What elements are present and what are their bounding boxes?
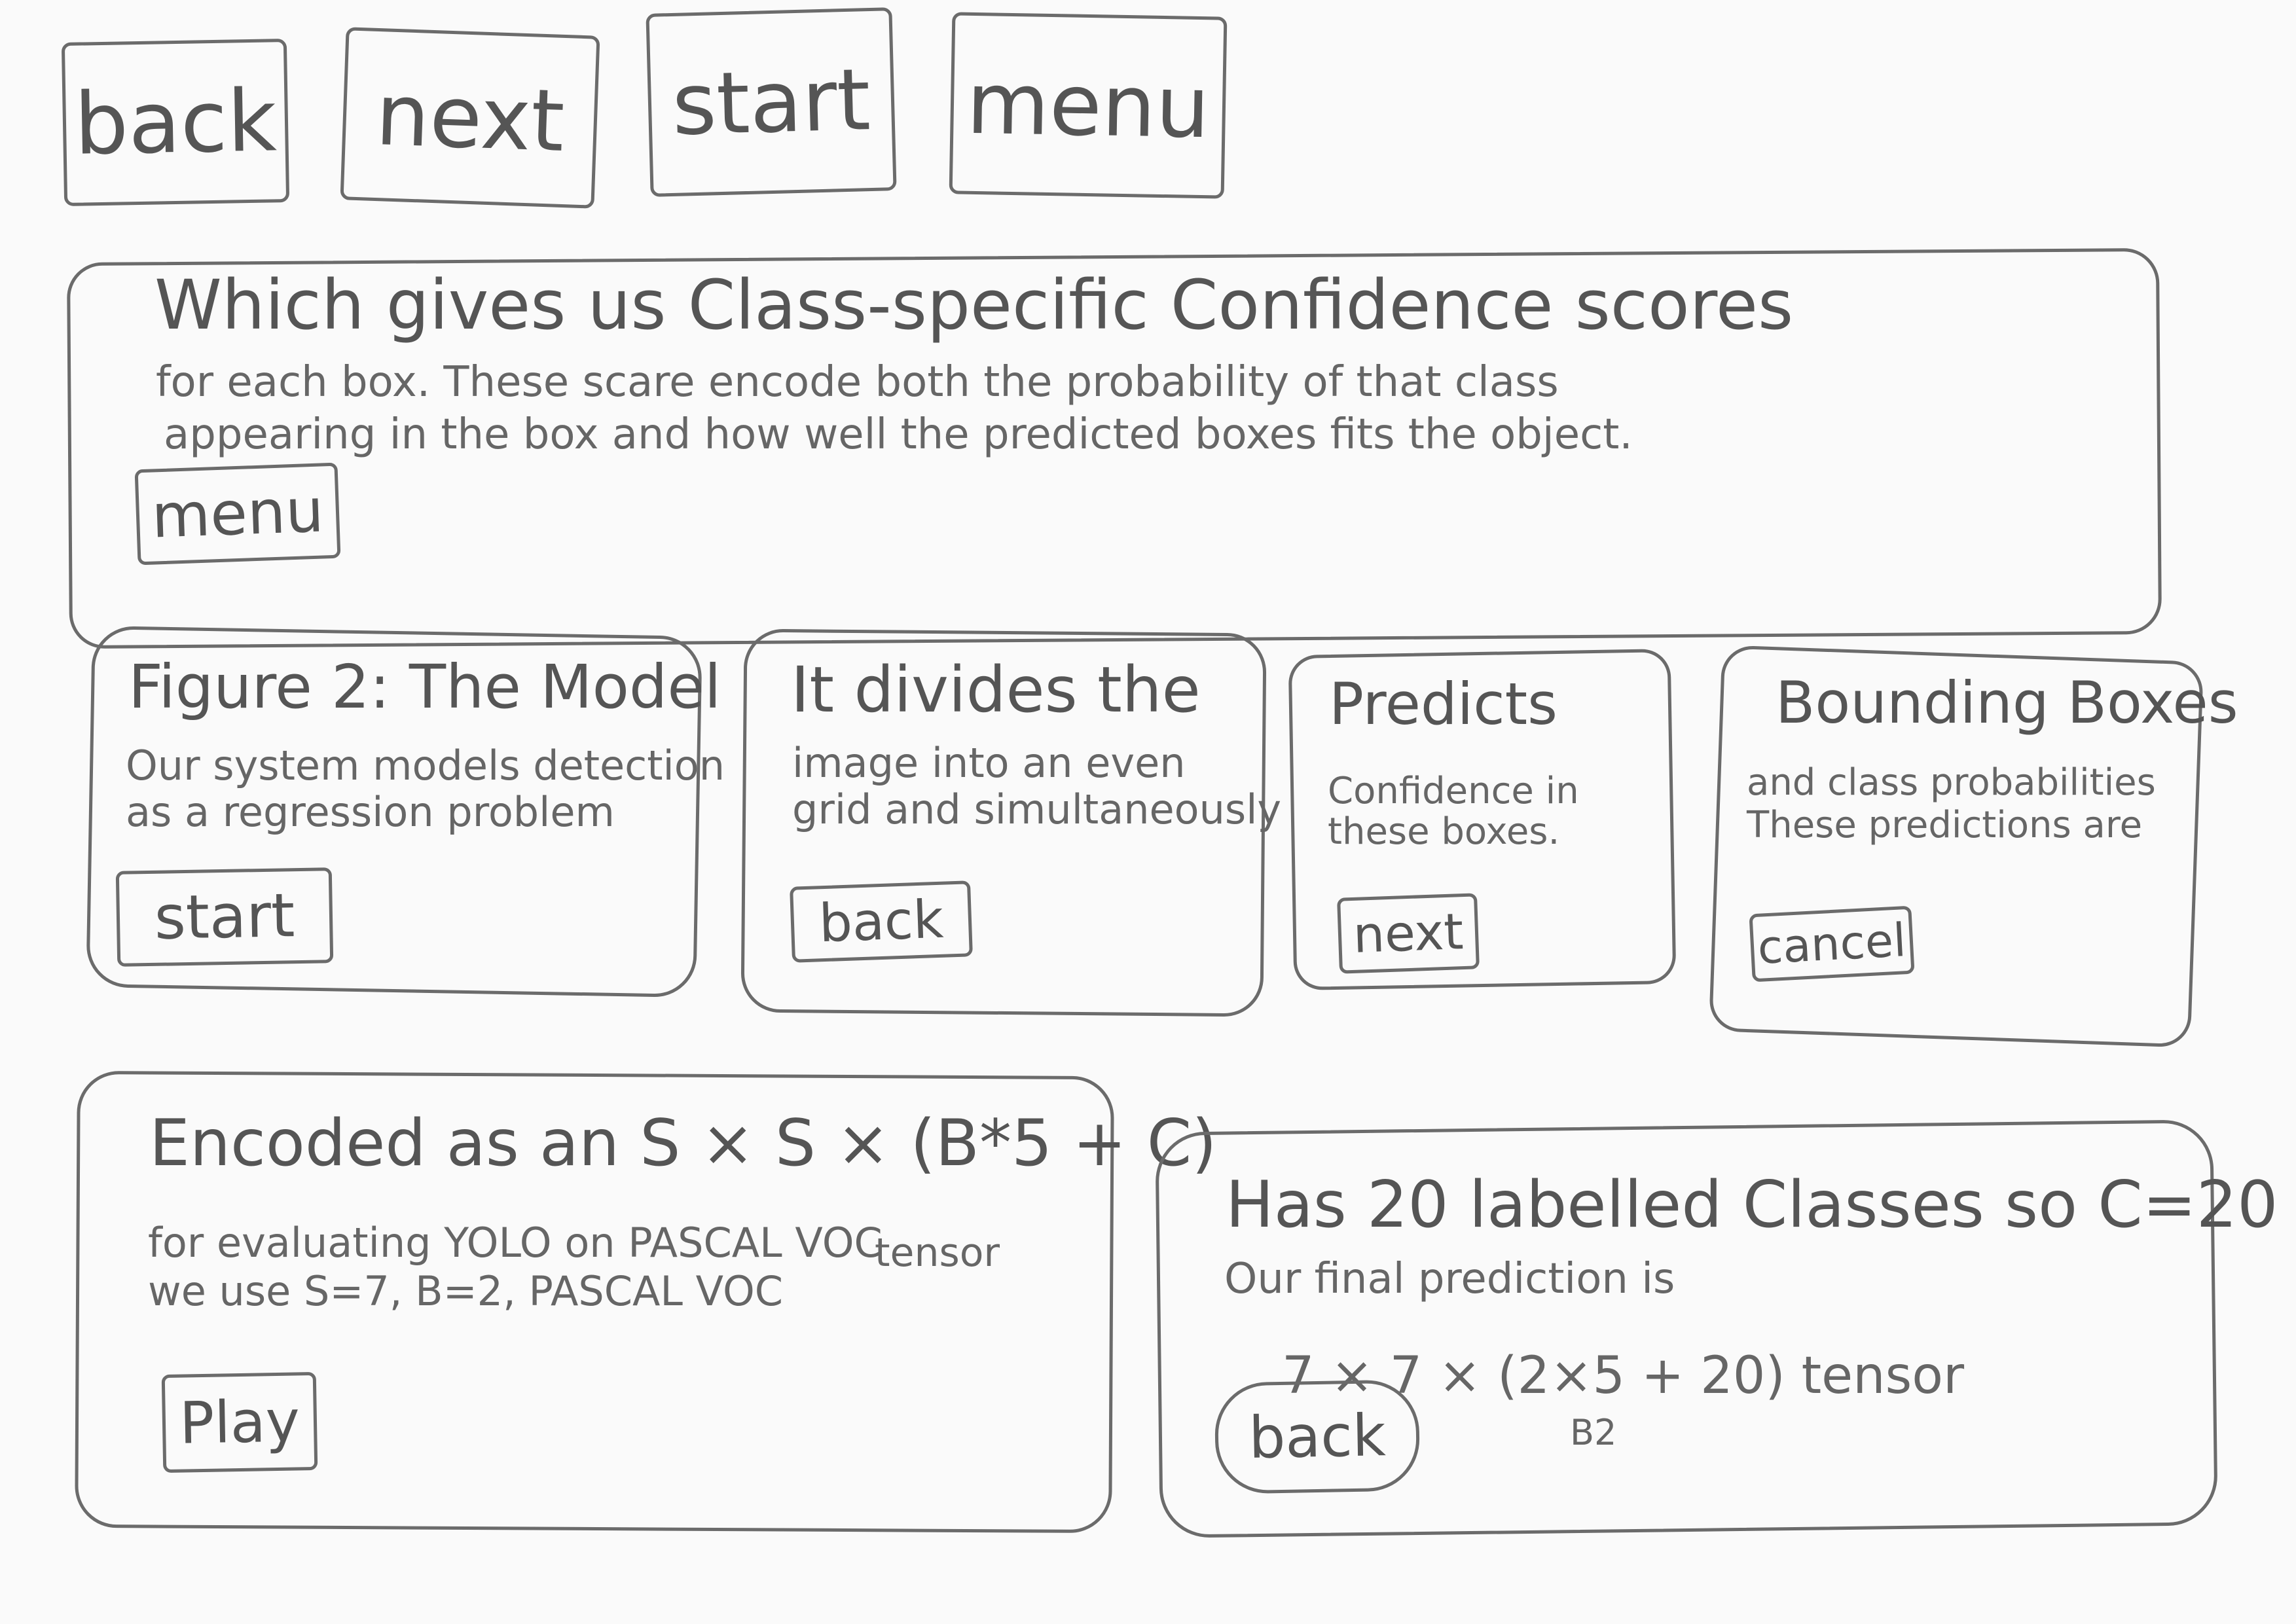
grid-back-button[interactable]: back [790,880,973,963]
top-start-button[interactable]: start [646,7,897,197]
encoded-tensor-play-button[interactable]: Play [161,1371,318,1473]
predicts-card-title: Predicts [1329,670,1558,738]
class-confidence-description-line-2: appearing in the box and how well the pr… [164,410,1633,459]
prediction-back-button[interactable]: back [1214,1379,1421,1494]
top-back-button[interactable]: back [61,39,290,206]
prediction-card-title: Has 20 labelled Classes so C=20 [1226,1168,2278,1242]
predicts-card-description: Confidence in these boxes. [1328,770,1579,853]
class-confidence-title: Which gives us Class-specific Confidence… [155,265,1794,345]
model-start-button[interactable]: start [115,867,334,967]
encoded-tensor-card-description: for evaluating YOLO on PASCAL VOC we use… [148,1219,883,1316]
bounding-boxes-cancel-button[interactable]: cancel [1749,905,1915,983]
top-menu-button[interactable]: menu [949,12,1228,199]
grid-card-title: It divides the [791,653,1201,727]
top-next-button[interactable]: next [340,27,600,209]
bounding-boxes-card-title: Bounding Boxes [1776,669,2238,736]
model-card-description: Our system models detection as a regress… [126,742,725,837]
encoded-tensor-label: tensor [875,1230,1000,1276]
model-card-title: Figure 2: The Model [128,652,721,722]
prediction-formula: 7 × 7 × (2×5 + 20) tensor [1282,1346,1965,1405]
prediction-card-description: Our final prediction is [1224,1255,1675,1303]
grid-card-description: image into an even grid and simultaneous… [792,739,1282,834]
encoded-tensor-card-title: Encoded as an S × S × (B*5 + C) [149,1106,1217,1181]
class-confidence-description-line-1: for each box. These scare encode both th… [156,358,1559,406]
bounding-boxes-card-description: and class probabilities These prediction… [1747,761,2156,846]
prediction-formula-label: B2 [1570,1412,1617,1453]
predicts-next-button[interactable]: next [1337,893,1480,974]
panel-menu-button[interactable]: menu [134,462,341,566]
